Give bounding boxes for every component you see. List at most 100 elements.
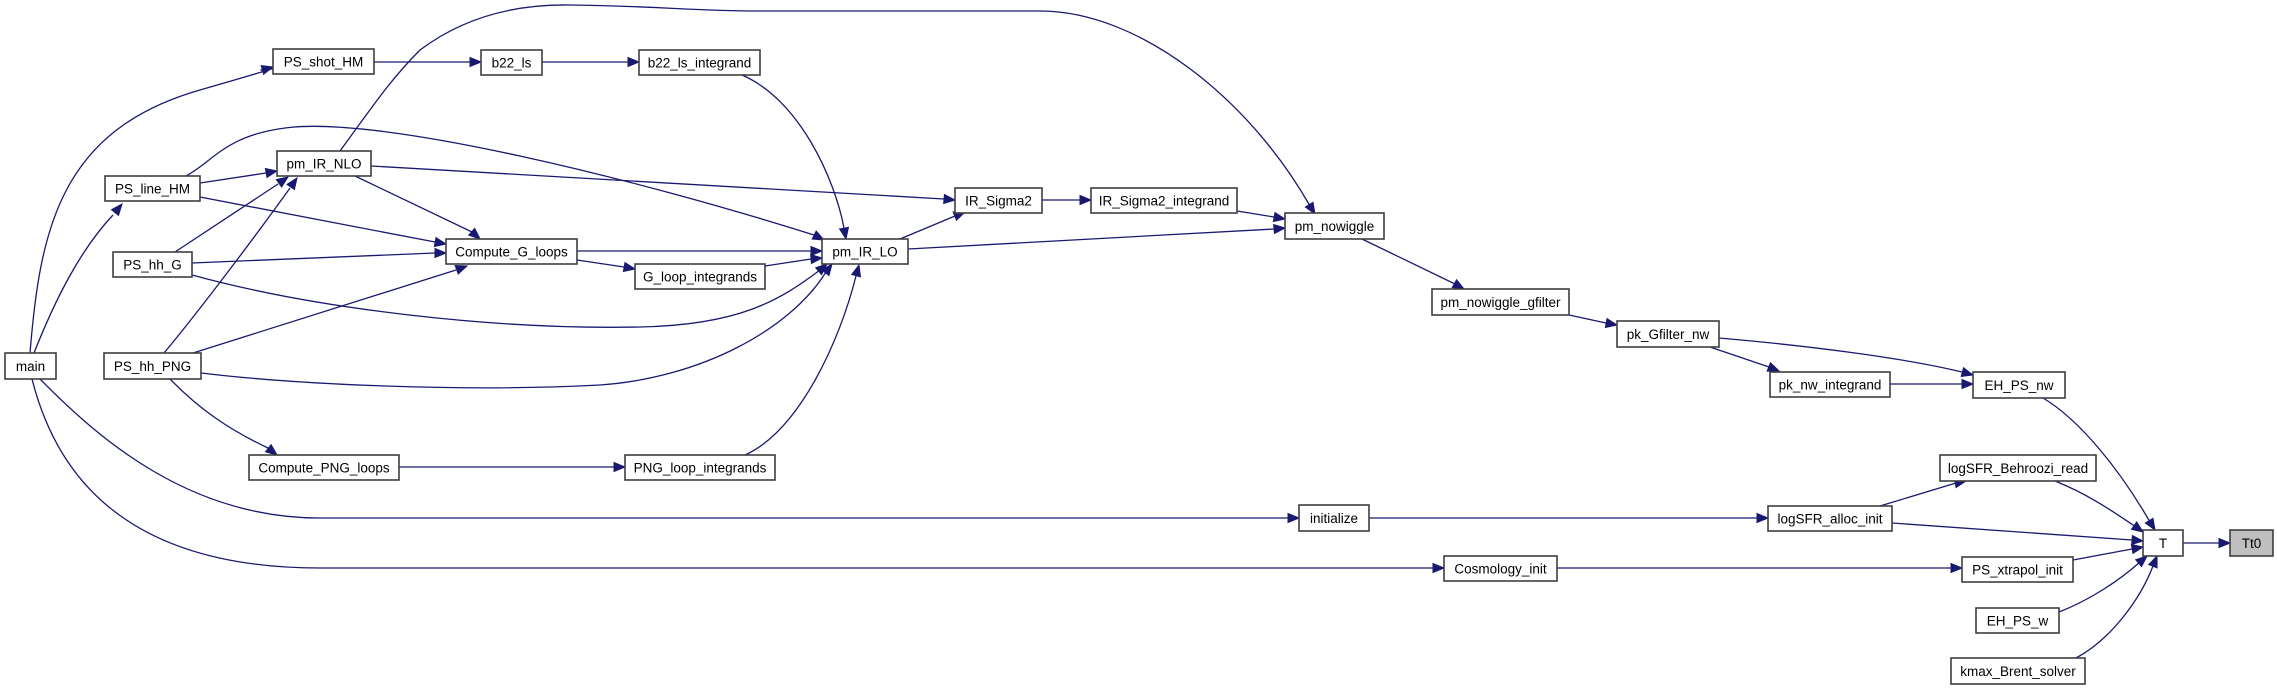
node-box[interactable] bbox=[1939, 454, 2097, 482]
edge-line bbox=[370, 165, 945, 200]
node-box[interactable] bbox=[821, 238, 909, 265]
node-logSFR_Behroozi_read[interactable]: logSFR_Behroozi_read bbox=[1939, 454, 2097, 482]
node-box[interactable] bbox=[1972, 371, 2066, 399]
edge-initialize-to-logSFR_alloc_init bbox=[1369, 512, 1770, 524]
arrowhead-icon bbox=[1273, 223, 1287, 235]
edge-main-to-initialize bbox=[39, 378, 1301, 524]
edge-Compute_G_loops-to-G_loop_integrands bbox=[576, 259, 637, 273]
edge-line bbox=[2072, 548, 2133, 561]
node-pm_IR_NLO[interactable]: pm_IR_NLO bbox=[276, 150, 372, 177]
node-b22_ls_integrand[interactable]: b22_ls_integrand bbox=[638, 49, 761, 76]
node-G_loop_integrands[interactable]: G_loop_integrands bbox=[634, 263, 766, 290]
node-PNG_loop_integrands[interactable]: PNG_loop_integrands bbox=[624, 454, 776, 481]
edge-line bbox=[199, 172, 267, 184]
node-initialize[interactable]: initialize bbox=[1298, 504, 1370, 532]
node-PS_hh_G[interactable]: PS_hh_G bbox=[112, 251, 193, 278]
node-label: T bbox=[2159, 536, 2167, 551]
edge-G_loop_integrands-to-pm_IR_LO bbox=[764, 253, 824, 267]
node-box[interactable] bbox=[954, 187, 1043, 214]
node-box[interactable] bbox=[104, 175, 201, 202]
edge-pk_nw_integrand-to-EH_PS_nw bbox=[1890, 378, 1975, 390]
arrowhead-icon bbox=[1079, 194, 1093, 206]
node-box[interactable] bbox=[276, 150, 372, 177]
node-label: pm_IR_LO bbox=[832, 245, 897, 260]
node-box[interactable] bbox=[1950, 657, 2086, 685]
edge-line bbox=[1718, 337, 1963, 373]
node-T[interactable]: T bbox=[2142, 529, 2184, 557]
node-pk_nw_integrand[interactable]: pk_nw_integrand bbox=[1769, 371, 1891, 398]
node-label: EH_PS_nw bbox=[1984, 378, 2053, 393]
node-box[interactable] bbox=[1284, 212, 1385, 240]
arrowhead-icon bbox=[850, 263, 862, 278]
node-label: initialize bbox=[1310, 511, 1358, 526]
node-box[interactable] bbox=[103, 352, 202, 380]
node-label: Compute_G_loops bbox=[455, 245, 568, 260]
node-box[interactable] bbox=[1769, 371, 1891, 398]
node-EH_PS_nw[interactable]: EH_PS_nw bbox=[1972, 371, 2066, 399]
edge-PS_line_HM-to-pm_IR_LO bbox=[185, 125, 826, 241]
node-IR_Sigma2[interactable]: IR_Sigma2 bbox=[954, 187, 1043, 214]
node-Compute_G_loops[interactable]: Compute_G_loops bbox=[445, 238, 578, 265]
nodes-layer: main PS_shot_HM PS_line_HM pm_IR_NLO PS_hh_G… bbox=[4, 48, 2274, 685]
node-box[interactable] bbox=[1298, 504, 1370, 532]
edge-line bbox=[169, 378, 269, 449]
node-pm_nowiggle[interactable]: pm_nowiggle bbox=[1284, 212, 1385, 240]
node-Cosmology_init[interactable]: Cosmology_init bbox=[1443, 555, 1558, 582]
node-pm_IR_LO[interactable]: pm_IR_LO bbox=[821, 238, 909, 265]
edge-line bbox=[1891, 522, 2133, 541]
node-EH_PS_w[interactable]: EH_PS_w bbox=[1975, 607, 2060, 634]
node-box[interactable] bbox=[1767, 505, 1893, 532]
arrowhead-icon bbox=[469, 56, 483, 68]
node-box[interactable] bbox=[272, 48, 375, 75]
edge-line bbox=[1709, 346, 1770, 368]
node-Compute_PNG_loops[interactable]: Compute_PNG_loops bbox=[248, 454, 400, 481]
edge-PS_hh_PNG-to-Compute_G_loops bbox=[192, 265, 469, 354]
node-box[interactable] bbox=[1431, 288, 1570, 316]
node-box[interactable] bbox=[445, 238, 578, 265]
arrowhead-icon bbox=[810, 253, 824, 265]
node-logSFR_alloc_init[interactable]: logSFR_alloc_init bbox=[1767, 505, 1893, 532]
edge-PS_line_HM-to-pm_IR_NLO bbox=[199, 167, 279, 184]
edge-pm_IR_NLO-to-IR_Sigma2 bbox=[370, 165, 957, 205]
arrowhead-icon bbox=[613, 461, 627, 473]
node-box[interactable] bbox=[112, 251, 193, 278]
node-box[interactable] bbox=[1975, 607, 2060, 634]
edge-pk_Gfilter_nw-to-pk_nw_integrand bbox=[1709, 346, 1781, 372]
node-box[interactable] bbox=[1443, 555, 1558, 582]
node-pk_Gfilter_nw[interactable]: pk_Gfilter_nw bbox=[1616, 320, 1720, 348]
node-box[interactable] bbox=[248, 454, 400, 481]
node-kmax_Brent_solver[interactable]: kmax_Brent_solver bbox=[1950, 657, 2086, 685]
node-PS_line_HM[interactable]: PS_line_HM bbox=[104, 175, 201, 202]
node-Tt0[interactable]: Tt0 bbox=[2229, 529, 2274, 557]
edge-line bbox=[1568, 314, 1607, 324]
node-PS_shot_HM[interactable]: PS_shot_HM bbox=[272, 48, 375, 75]
edge-Compute_PNG_loops-to-PNG_loop_integrands bbox=[399, 461, 627, 473]
arrowhead-icon bbox=[943, 193, 957, 205]
node-PS_hh_PNG[interactable]: PS_hh_PNG bbox=[103, 352, 202, 380]
node-box[interactable] bbox=[624, 454, 776, 481]
node-label: pm_nowiggle bbox=[1295, 219, 1375, 234]
node-main[interactable]: main bbox=[4, 352, 57, 380]
node-box[interactable] bbox=[1961, 556, 2074, 583]
edge-pk_Gfilter_nw-to-EH_PS_nw bbox=[1718, 337, 1975, 378]
node-label: kmax_Brent_solver bbox=[1960, 664, 2076, 679]
node-box[interactable] bbox=[1616, 320, 1720, 348]
node-box[interactable] bbox=[1090, 187, 1238, 214]
edge-line bbox=[199, 196, 436, 243]
edge-PS_hh_G-to-Compute_G_loops bbox=[191, 247, 448, 264]
edge-b22_ls-to-b22_ls_integrand bbox=[542, 56, 641, 68]
node-b22_ls[interactable]: b22_ls bbox=[480, 49, 543, 76]
node-PS_xtrapol_init[interactable]: PS_xtrapol_init bbox=[1961, 556, 2074, 583]
node-IR_Sigma2_integrand[interactable]: IR_Sigma2_integrand bbox=[1090, 187, 1238, 214]
node-box[interactable] bbox=[2142, 529, 2184, 557]
node-box[interactable] bbox=[634, 263, 766, 290]
node-pm_nowiggle_gfilter[interactable]: pm_nowiggle_gfilter bbox=[1431, 288, 1570, 316]
arrowhead-icon bbox=[275, 176, 290, 188]
node-box[interactable] bbox=[480, 49, 543, 76]
node-box[interactable] bbox=[4, 352, 57, 380]
node-box[interactable] bbox=[638, 49, 761, 76]
arrowhead-icon bbox=[1766, 361, 1781, 372]
edge-line bbox=[2054, 480, 2137, 528]
node-box[interactable] bbox=[2229, 529, 2274, 557]
